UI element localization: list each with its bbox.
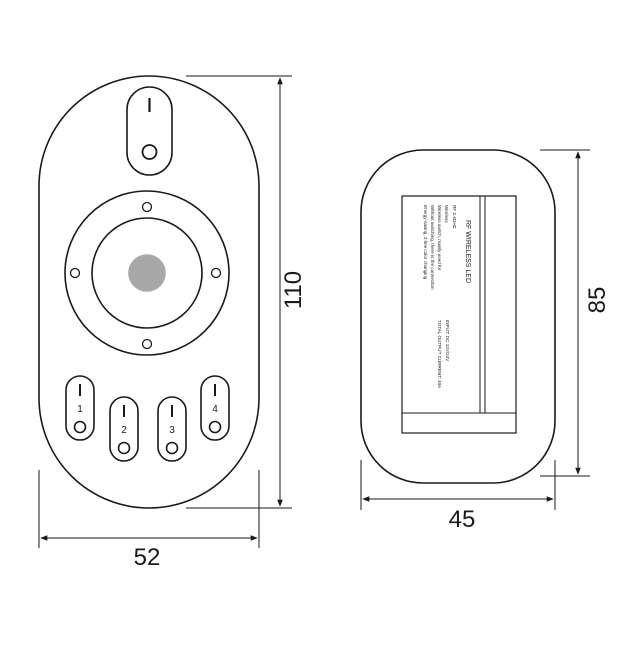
label-line-6: INPUT: DC 12V/24V [445, 320, 450, 362]
power-button[interactable] [126, 86, 173, 176]
label-line-7: TOTAL OUTPUT CURRENT: 10A [437, 320, 442, 389]
power-button-outline [126, 86, 173, 176]
zone-3-number: 3 [169, 425, 175, 436]
label-line-4: Without switching, there is the connecti… [430, 205, 435, 290]
receiver-width-label: 45 [449, 506, 476, 533]
receiver [360, 149, 556, 484]
zone-button-3-outline [157, 396, 187, 462]
wheel-dot-bottom-icon [141, 338, 153, 350]
wheel-dot-right-icon [210, 267, 222, 279]
remote-height-label: 110 [280, 271, 307, 309]
color-wheel-inner-ring [91, 217, 203, 329]
wheel-dot-top-icon [141, 201, 153, 213]
zone-button-3[interactable] [157, 396, 187, 462]
center-button[interactable] [128, 254, 166, 292]
zone-1-off-icon [73, 420, 87, 434]
zone-1-number: 1 [77, 404, 83, 415]
power-off-icon [141, 144, 158, 160]
label-line-3: Wireless switch, mainly used for [437, 205, 442, 271]
label-line-1: RF 2.4GHZ [452, 205, 457, 229]
color-wheel[interactable] [64, 190, 230, 356]
zone-2-off-icon [117, 441, 131, 455]
zone-button-2-outline [109, 396, 139, 462]
zone-button-1[interactable] [65, 375, 95, 441]
label-line-5: Energy-saving, 2-line color changing [423, 205, 428, 280]
zone-3-off-icon [165, 441, 179, 455]
zone-4-off-icon [208, 420, 222, 434]
zone-button-4[interactable] [200, 375, 230, 441]
zone-4-number: 4 [212, 404, 218, 415]
remote-width-label: 52 [134, 544, 161, 571]
label-title: RF WIRELESS LED [464, 220, 471, 283]
zone-2-number: 2 [121, 425, 127, 436]
zone-button-2[interactable] [109, 396, 139, 462]
remote-control [38, 75, 260, 509]
color-wheel-outer-ring [64, 190, 230, 356]
label-line-2: Wireless [444, 205, 449, 223]
wheel-dot-left-icon [69, 267, 81, 279]
receiver-height-label: 85 [584, 287, 611, 314]
zone-button-1-outline [65, 375, 95, 441]
zone-button-4-outline [200, 375, 230, 441]
receiver-label-panel [401, 195, 517, 434]
